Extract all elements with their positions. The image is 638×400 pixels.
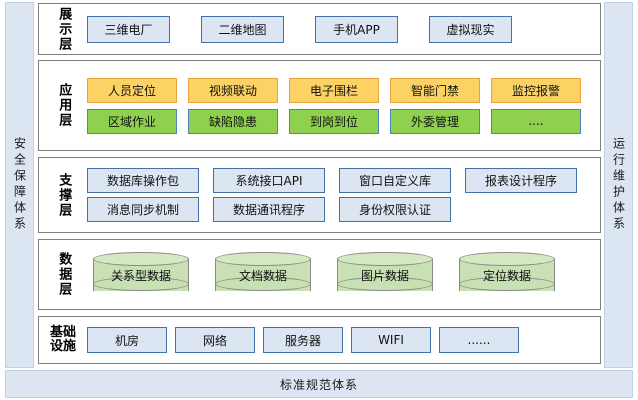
layer-support-label-text: 支撑层 [56, 172, 72, 218]
layer-application-row-secondary: 区域作业 缺陷隐患 到岗到位 外委管理 .... [87, 108, 594, 134]
layer-presentation-label: 展示层 [39, 7, 87, 52]
layer-presentation-label-text: 展示层 [56, 6, 72, 52]
layer-data-body: 关系型数据 文档数据 图片数据 定 [87, 240, 600, 309]
cylinder-image-data[interactable]: 图片数据 [337, 251, 433, 298]
left-rail-label: 安全保障体系 [12, 137, 27, 233]
layer-presentation-row: 三维电厂 二维地图 手机APP 虚拟现实 [87, 15, 594, 43]
node-support-identity-authorization[interactable]: 身份权限认证 [339, 197, 451, 222]
cylinder-label: 定位数据 [482, 269, 531, 283]
node-support-window-custom-library[interactable]: 窗口自定义库 [339, 168, 451, 193]
node-infra-more[interactable]: ...... [439, 327, 519, 353]
cylinder-relational-data[interactable]: 关系型数据 [93, 251, 189, 298]
node-app-monitoring-alarm[interactable]: 监控报警 [491, 77, 581, 103]
cylinder-top-ellipse [337, 251, 433, 266]
node-infra-wifi[interactable]: WIFI [351, 327, 431, 353]
layer-support-row-secondary: 消息同步机制 数据通讯程序 身份权限认证 [87, 197, 594, 222]
node-infra-network[interactable]: 网络 [175, 327, 255, 353]
layer-infrastructure-label-text: 基础 设施 [49, 324, 76, 355]
layer-application-row-primary: 人员定位 视频联动 电子围栏 智能门禁 监控报警 [87, 77, 594, 103]
layer-application-label-text: 应用层 [56, 83, 72, 128]
cylinder-label: 关系型数据 [110, 269, 171, 283]
layer-data-label-text: 数据层 [56, 252, 72, 297]
cylinder-document-data[interactable]: 文档数据 [215, 251, 311, 298]
node-support-system-interface-api[interactable]: 系统接口API [213, 168, 325, 193]
node-app-personnel-positioning[interactable]: 人员定位 [87, 77, 177, 103]
node-app-more[interactable]: .... [491, 108, 581, 134]
node-app-electronic-fence[interactable]: 电子围栏 [289, 77, 379, 103]
layer-application-label: 应用层 [39, 83, 87, 128]
node-presentation-1[interactable]: 三维电厂 [87, 15, 170, 43]
layer-presentation: 展示层 三维电厂 二维地图 手机APP 虚拟现实 [38, 3, 601, 55]
node-infra-server[interactable]: 服务器 [263, 327, 343, 353]
layer-infrastructure-label-line2: 设施 [49, 339, 76, 354]
cylinder-bottom-ellipse [215, 276, 311, 291]
node-support-data-communication-program[interactable]: 数据通讯程序 [213, 197, 325, 222]
node-app-outsourcing-management[interactable]: 外委管理 [390, 108, 480, 134]
layer-infrastructure-row: 机房 网络 服务器 WIFI ...... [87, 327, 594, 353]
node-support-report-design-program[interactable]: 报表设计程序 [465, 168, 577, 193]
layer-support-label: 支撑层 [39, 173, 87, 218]
layer-data-row: 关系型数据 文档数据 图片数据 定 [87, 251, 594, 298]
layer-infrastructure-label-line1: 基础 [49, 324, 76, 340]
cylinder-positioning-data[interactable]: 定位数据 [459, 251, 555, 298]
node-infra-machine-room[interactable]: 机房 [87, 327, 167, 353]
node-app-smart-access-control[interactable]: 智能门禁 [390, 77, 480, 103]
node-app-defect-hazard[interactable]: 缺陷隐患 [188, 108, 278, 134]
cylinder-top-ellipse [93, 251, 189, 266]
layer-presentation-body: 三维电厂 二维地图 手机APP 虚拟现实 [87, 4, 600, 54]
layer-support: 支撑层 数据库操作包 系统接口API 窗口自定义库 报表设计程序 消息同步机制 … [38, 157, 601, 233]
cylinder-label: 图片数据 [360, 269, 409, 283]
cylinder-bottom-ellipse [337, 276, 433, 291]
node-app-video-linkage[interactable]: 视频联动 [188, 77, 278, 103]
right-rail-operation-maintenance-system: 运行维护体系 [604, 2, 633, 368]
layer-support-row-primary: 数据库操作包 系统接口API 窗口自定义库 报表设计程序 [87, 168, 594, 193]
node-presentation-4[interactable]: 虚拟现实 [429, 15, 512, 43]
bottom-bar-standard-specification-system: 标准规范体系 [5, 370, 633, 398]
node-app-post-arrival[interactable]: 到岗到位 [289, 108, 379, 134]
cylinder-bottom-ellipse [459, 276, 555, 291]
cylinder-bottom-ellipse [93, 276, 189, 291]
node-support-db-operation-package[interactable]: 数据库操作包 [87, 168, 199, 193]
layer-infrastructure-label: 基础 设施 [39, 324, 87, 355]
node-support-message-sync-mechanism[interactable]: 消息同步机制 [87, 197, 199, 222]
node-presentation-3[interactable]: 手机APP [315, 15, 398, 43]
left-rail-security-guarantee-system: 安全保障体系 [5, 2, 34, 368]
cylinder-top-ellipse [459, 251, 555, 266]
layer-data-label: 数据层 [39, 252, 87, 297]
layer-application: 应用层 人员定位 视频联动 电子围栏 智能门禁 监控报警 区域作业 缺陷隐患 到… [38, 60, 601, 151]
layer-application-body: 人员定位 视频联动 电子围栏 智能门禁 监控报警 区域作业 缺陷隐患 到岗到位 … [87, 61, 600, 150]
right-rail-label: 运行维护体系 [611, 137, 626, 233]
node-presentation-2[interactable]: 二维地图 [201, 15, 284, 43]
bottom-bar-label: 标准规范体系 [279, 377, 358, 392]
layer-infrastructure-body: 机房 网络 服务器 WIFI ...... [87, 317, 600, 363]
cylinder-top-ellipse [215, 251, 311, 266]
layer-data: 数据层 关系型数据 文档数据 [38, 239, 601, 310]
layer-support-body: 数据库操作包 系统接口API 窗口自定义库 报表设计程序 消息同步机制 数据通讯… [87, 158, 600, 232]
node-app-area-operation[interactable]: 区域作业 [87, 108, 177, 134]
layer-infrastructure: 基础 设施 机房 网络 服务器 WIFI ...... [38, 316, 601, 364]
cylinder-label: 文档数据 [238, 269, 287, 283]
